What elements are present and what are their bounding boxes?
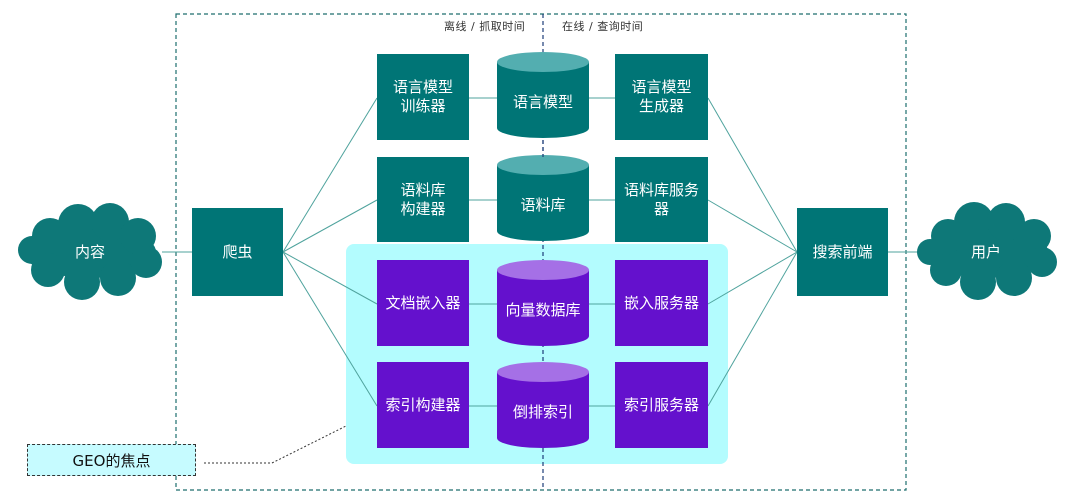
lm-trainer-label: 语言模型 训练器	[392, 78, 453, 115]
edge-crawler-lm-trainer	[282, 97, 378, 253]
index-server-box	[615, 362, 708, 448]
crawler-label: 爬虫	[222, 242, 253, 261]
connectors	[162, 97, 920, 407]
corpus-label: 语料库	[520, 195, 566, 214]
edge-crawler-corpus-builder	[282, 199, 378, 253]
online-phase-label: 在线 / 查询时间	[562, 20, 644, 33]
geo-focus-note: GEO的焦点	[27, 444, 196, 476]
corpus-server-label: 语料库服务 器	[623, 180, 699, 218]
search-frontend-box	[797, 208, 888, 296]
vector-db-label: 向量数据库	[505, 300, 581, 319]
edge-lm-generator-frontend	[707, 97, 798, 253]
user-cloud	[917, 202, 1057, 300]
edge-embed-server-frontend	[707, 251, 798, 305]
vector-db-cylinder	[497, 260, 589, 346]
corpus-builder-label: 语料库 构建器	[400, 180, 446, 218]
corpus-server-box	[615, 157, 708, 242]
index-builder-label: 索引构建器	[385, 395, 461, 414]
lm-cylinder	[497, 52, 589, 138]
offline-phase-label: 离线 / 抓取时间	[444, 20, 526, 33]
content-label: 内容	[74, 242, 105, 261]
embed-server-box	[615, 260, 708, 346]
lm-generator-box	[615, 54, 708, 140]
embed-server-label: 嵌入服务器	[623, 293, 699, 312]
corpus-cylinder	[497, 155, 589, 241]
lm-label: 语言模型	[512, 92, 573, 111]
lm-generator-label: 语言模型 生成器	[631, 78, 692, 115]
search-frontend-label: 搜索前端	[812, 242, 873, 261]
inverted-index-cylinder	[497, 362, 589, 448]
corpus-builder-box	[377, 157, 469, 242]
crawler-box	[192, 208, 283, 296]
doc-embedder-box	[377, 260, 469, 346]
edge-crawler-index-builder	[282, 251, 378, 407]
edge-index-server-frontend	[707, 251, 798, 407]
content-cloud	[18, 203, 162, 300]
doc-embedder-label: 文档嵌入器	[385, 293, 461, 312]
user-label: 用户	[970, 242, 1001, 261]
inverted-index-label: 倒排索引	[512, 402, 573, 421]
index-server-label: 索引服务器	[623, 395, 699, 414]
geo-leader-line	[204, 425, 347, 464]
index-builder-box	[377, 362, 469, 448]
edge-crawler-doc-embedder	[282, 251, 378, 305]
edge-corpus-server-frontend	[707, 199, 798, 253]
lm-trainer-box	[377, 54, 469, 140]
